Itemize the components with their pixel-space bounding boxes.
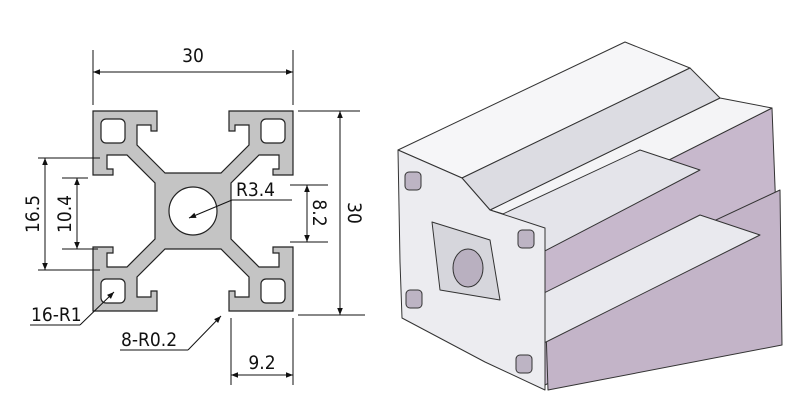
corner-pocket	[100, 278, 126, 304]
front-pocket-tl	[404, 171, 422, 191]
dim-height-right: 30	[343, 202, 365, 224]
dimension-labels: 30 30 16.5 10.4 R3.4 8.2 16-R1 8-R0.2 9.…	[22, 45, 365, 374]
corner-pocket	[260, 118, 286, 144]
dim-corner-width: 9.2	[248, 352, 275, 374]
cross-section-view	[92, 110, 294, 312]
dim-inner-slot-span: 10.4	[54, 195, 76, 233]
front-pocket-tr	[517, 229, 535, 249]
front-bore	[452, 248, 484, 288]
corner-pocket	[100, 118, 126, 144]
center-bore	[168, 186, 218, 236]
corner-pockets	[100, 118, 286, 304]
dim-corner-radius: 16-R1	[31, 304, 82, 326]
dim-edge-radius: 8-R0.2	[121, 329, 177, 351]
dim-width-top: 30	[182, 45, 204, 67]
front-pocket-bl	[405, 289, 423, 309]
front-pocket-br	[515, 354, 533, 374]
dim-center-bore: R3.4	[236, 179, 275, 201]
corner-pocket	[260, 278, 286, 304]
dim-slot-opening: 8.2	[308, 199, 330, 226]
dim-outer-slot-span: 16.5	[22, 195, 44, 233]
dimension-lines	[30, 50, 365, 385]
isometric-view	[397, 41, 783, 391]
